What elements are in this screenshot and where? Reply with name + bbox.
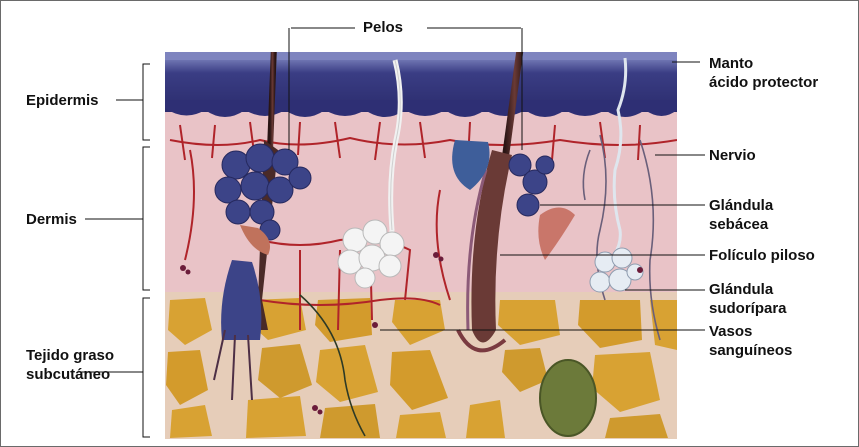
label-blood-vessels: Vasos sanguíneos: [709, 322, 792, 360]
label-blood-vessels-line2: sanguíneos: [709, 341, 792, 360]
label-hair-follicle: Folículo piloso: [709, 246, 815, 265]
label-acid-mantle-line1: Manto: [709, 54, 818, 73]
label-sweat-gland: Glándula sudorípara: [709, 280, 787, 318]
label-acid-mantle: Manto ácido protector: [709, 54, 818, 92]
epidermis-layer: [165, 52, 677, 117]
label-hairs: Pelos: [363, 18, 403, 37]
label-subcutaneous-fat-line2: subcutáneo: [26, 365, 114, 384]
fat-lobule: [540, 360, 596, 436]
tissue-block: [165, 20, 677, 439]
label-sweat-gland-line2: sudorípara: [709, 299, 787, 318]
label-nerve: Nervio: [709, 146, 756, 165]
label-subcutaneous-fat-line1: Tejido graso: [26, 346, 114, 365]
label-dermis: Dermis: [26, 210, 77, 229]
label-sebaceous-gland: Glándula sebácea: [709, 196, 773, 234]
label-epidermis: Epidermis: [26, 91, 99, 110]
label-blood-vessels-line1: Vasos: [709, 322, 792, 341]
label-sweat-gland-line1: Glándula: [709, 280, 787, 299]
label-sebaceous-gland-line1: Glándula: [709, 196, 773, 215]
label-acid-mantle-line2: ácido protector: [709, 73, 818, 92]
label-subcutaneous-fat: Tejido graso subcutáneo: [26, 346, 114, 384]
label-sebaceous-gland-line2: sebácea: [709, 215, 773, 234]
